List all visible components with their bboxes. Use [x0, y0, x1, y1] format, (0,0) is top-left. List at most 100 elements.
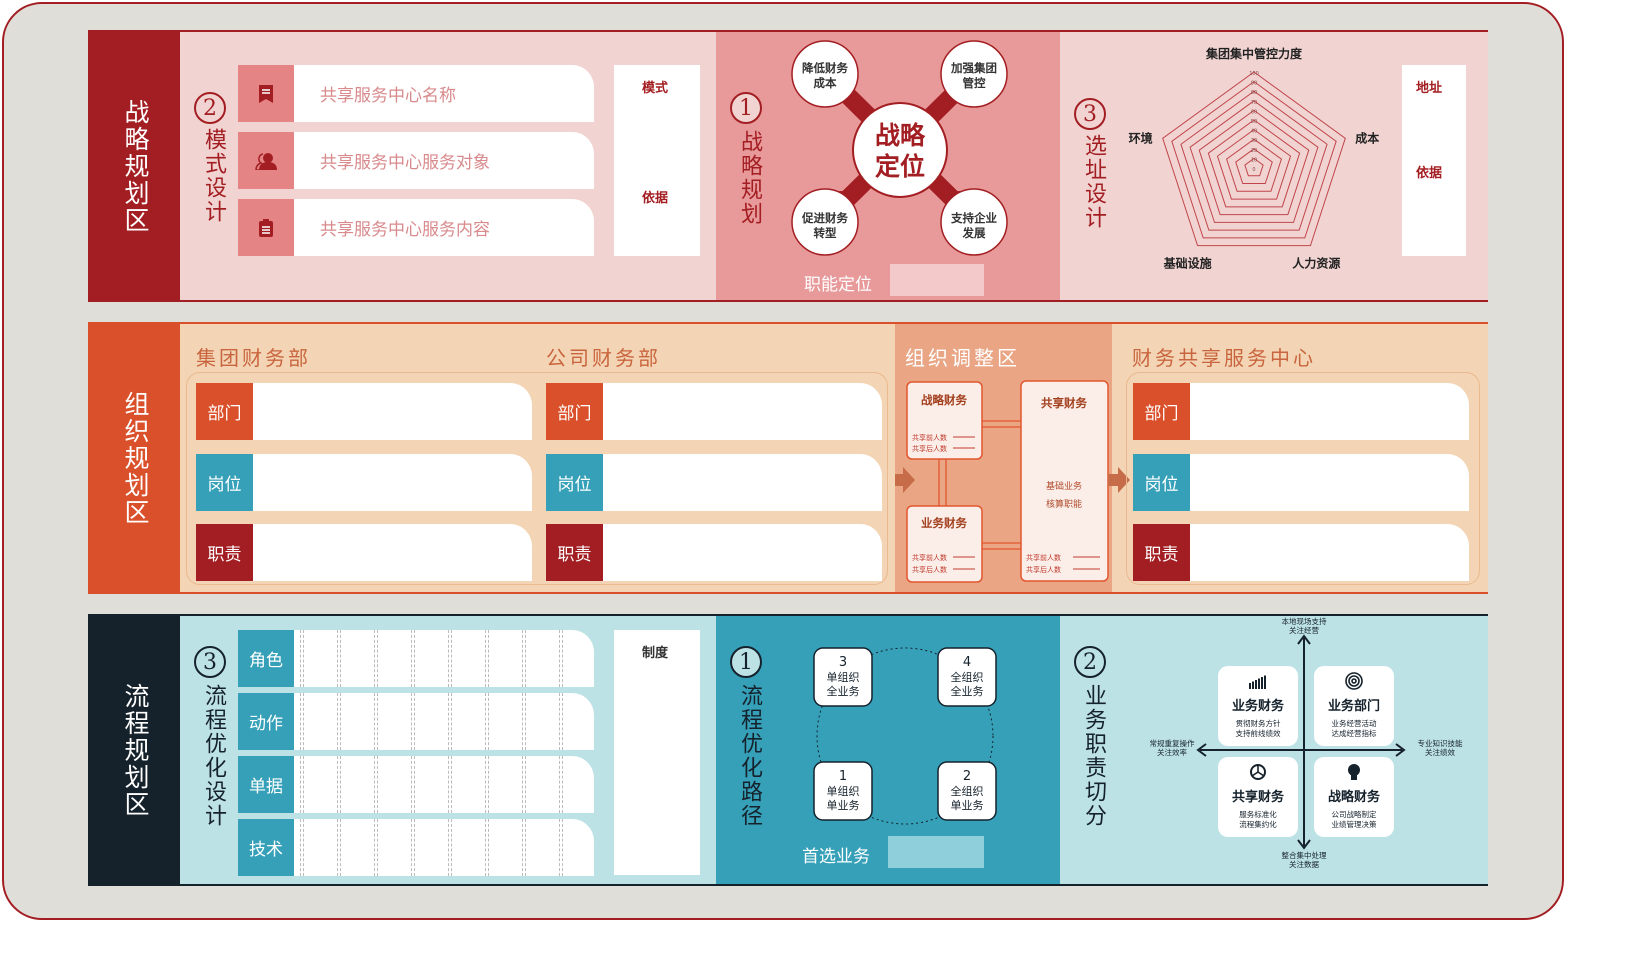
- grid-divider: [448, 630, 452, 687]
- grid-divider: [374, 756, 378, 813]
- grid-divider: [522, 693, 526, 750]
- grid-divider: [448, 693, 452, 750]
- row-label: 岗位: [196, 454, 253, 511]
- radar-tick-label: 30: [1251, 138, 1257, 144]
- grid-divider: [485, 630, 489, 687]
- grid-divider: [559, 630, 563, 687]
- mode-row[interactable]: 共享服务中心服务内容: [238, 199, 594, 256]
- grid-divider: [485, 756, 489, 813]
- row-input[interactable]: [1190, 454, 1469, 511]
- row-grid[interactable]: [294, 756, 594, 813]
- mode-row-text: 共享服务中心名称: [294, 65, 594, 122]
- grid-divider: [411, 819, 415, 876]
- row-input[interactable]: [1190, 524, 1469, 581]
- radar-tick-label: 60: [1251, 109, 1257, 115]
- axis-label: 整合集中处理: [1282, 850, 1327, 860]
- policy-side-box[interactable]: 制度: [614, 630, 700, 875]
- org-row[interactable]: 部门: [546, 383, 882, 440]
- row-input[interactable]: [253, 524, 532, 581]
- row-input[interactable]: [603, 524, 882, 581]
- radar-tick-label: 50: [1251, 119, 1257, 125]
- process-design-section: 3 流程优化设计 角色动作单据技术 制度: [180, 616, 716, 884]
- grid-divider: [411, 630, 415, 687]
- card-title: 共享财务: [1232, 789, 1285, 805]
- users-icon: [238, 132, 294, 189]
- org-adjust-section: 组织调整区 战略财务 业务财务 共享财务 基础业务 核算职能: [895, 324, 1112, 592]
- org-row[interactable]: 岗位: [1133, 454, 1469, 511]
- finance-dept-section: 集团财务部 公司财务部 部门岗位职责部门岗位职责: [180, 324, 895, 592]
- path-option-number: 1: [839, 769, 847, 784]
- mode-row[interactable]: 共享服务中心服务对象: [238, 132, 594, 189]
- org-row[interactable]: 部门: [1133, 383, 1469, 440]
- row-input[interactable]: [253, 383, 532, 440]
- card-title: 战略财务: [1328, 789, 1381, 805]
- card-line: 支持前线绩效: [1236, 728, 1281, 738]
- box-title: 业务财务: [921, 516, 967, 530]
- row-label: 职责: [196, 524, 253, 581]
- node-label: 成本: [814, 76, 837, 90]
- org-row[interactable]: 职责: [546, 524, 882, 581]
- site-side-box[interactable]: 地址 依据: [1402, 65, 1466, 256]
- row-input[interactable]: [1190, 383, 1469, 440]
- row-grid[interactable]: [294, 630, 594, 687]
- box-title: 战略财务: [921, 393, 967, 407]
- org-row[interactable]: 岗位: [196, 454, 532, 511]
- radar-axis-label: 人力资源: [1292, 256, 1340, 271]
- grid-divider: [485, 819, 489, 876]
- mode-row-text: 共享服务中心服务内容: [294, 199, 594, 256]
- card-line: 达成经营指标: [1332, 728, 1377, 738]
- row-grid[interactable]: [294, 819, 594, 876]
- org-row[interactable]: 岗位: [546, 454, 882, 511]
- radar-tick-label: 40: [1251, 129, 1257, 135]
- mode-design-section: 2 模式设计 共享服务中心名称 共享服务中心服务对象 共享服务中心服务内容 模式…: [180, 32, 716, 300]
- org-row[interactable]: 职责: [196, 524, 532, 581]
- band-label: 组织规划区: [90, 324, 180, 592]
- row-label: 职责: [1133, 524, 1190, 581]
- preferred-business-input[interactable]: [888, 836, 984, 868]
- row-label: 单据: [238, 756, 294, 813]
- axis-label: 关注绩效: [1425, 747, 1455, 757]
- row-label: 部门: [546, 383, 603, 440]
- headcount-label: 共享前人数: [912, 433, 947, 442]
- radar-axis-label: 环境: [1129, 130, 1153, 145]
- process-row[interactable]: 技术: [238, 819, 594, 876]
- axis-label: 专业知识技能: [1418, 738, 1463, 748]
- grid-divider: [411, 693, 415, 750]
- grid-divider: [300, 693, 304, 750]
- headcount-label: 共享后人数: [912, 565, 947, 574]
- process-row[interactable]: 动作: [238, 693, 594, 750]
- card-title: 业务财务: [1232, 698, 1285, 714]
- node-label: 管控: [963, 76, 986, 90]
- grid-divider: [337, 756, 341, 813]
- row-grid[interactable]: [294, 693, 594, 750]
- grid-divider: [374, 630, 378, 687]
- row-input[interactable]: [603, 383, 882, 440]
- row-input[interactable]: [603, 454, 882, 511]
- row-label: 部门: [1133, 383, 1190, 440]
- radar-axis-label: 集团集中管控力度: [1205, 46, 1303, 61]
- axis-label: 本地现场支持: [1282, 616, 1327, 626]
- strategy-positioning-diagram: 战略 定位 降低财务成本 加强集团管控 促进财务转型 支持企业发展: [716, 32, 1060, 304]
- org-row[interactable]: 职责: [1133, 524, 1469, 581]
- process-row[interactable]: 角色: [238, 630, 594, 687]
- box-title: 共享财务: [1041, 396, 1087, 410]
- side-label: 地址: [1416, 77, 1442, 96]
- org-row[interactable]: 部门: [196, 383, 532, 440]
- mode-side-box[interactable]: 模式 依据: [614, 65, 700, 256]
- radar-chart: 0102030405060708090100集团集中管控力度成本人力资源基础设施…: [1060, 32, 1400, 304]
- org-band: 组织规划区 集团财务部 公司财务部 部门岗位职责部门岗位职责 组织调整区 战略财…: [88, 322, 1488, 594]
- radar-tick-label: 0: [1252, 167, 1255, 173]
- function-position-input[interactable]: [890, 264, 984, 296]
- row-input[interactable]: [253, 454, 532, 511]
- process-band: 流程规划区 3 流程优化设计 角色动作单据技术 制度 1 流程优化路径 3单组织…: [88, 614, 1488, 886]
- card-title: 业务部门: [1328, 698, 1380, 714]
- grid-divider: [522, 819, 526, 876]
- box-body: 核算职能: [1046, 498, 1082, 510]
- axis-label: 关注效率: [1157, 747, 1187, 757]
- radar-tick-label: 10: [1251, 157, 1257, 163]
- process-row[interactable]: 单据: [238, 756, 594, 813]
- mode-row[interactable]: 共享服务中心名称: [238, 65, 594, 122]
- path-option-line: 单业务: [951, 799, 984, 812]
- row-label: 技术: [238, 819, 294, 876]
- radar-tick-label: 100: [1249, 71, 1259, 77]
